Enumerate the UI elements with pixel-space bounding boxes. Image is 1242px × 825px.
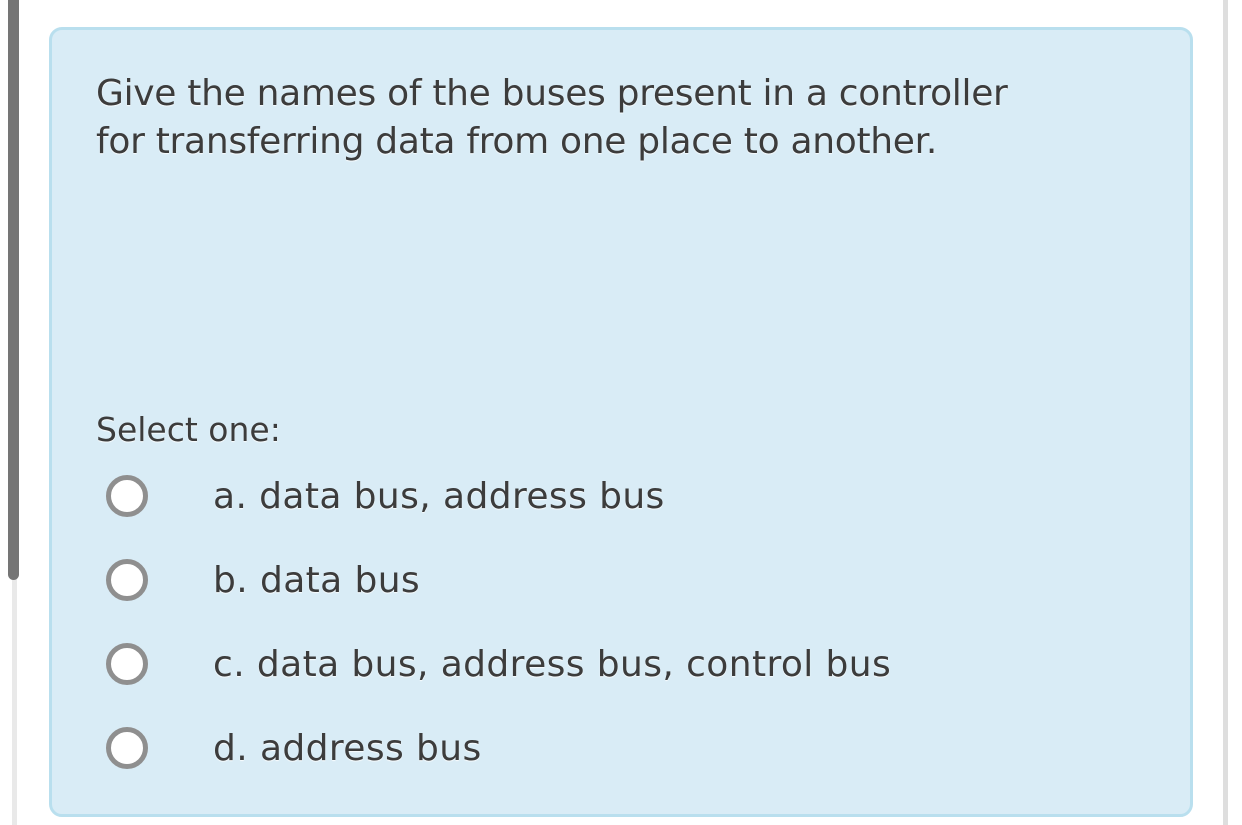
radio-button-d[interactable] [106, 727, 148, 769]
radio-button-b[interactable] [106, 559, 148, 601]
option-label-a: a. data bus, address bus [213, 475, 665, 517]
answer-option-a[interactable]: a. data bus, address bus [106, 454, 1146, 538]
answer-option-d[interactable]: d. address bus [106, 706, 1146, 790]
question-text: Give the names of the buses present in a… [96, 73, 1008, 162]
left-scrollbar-thumb[interactable] [8, 0, 19, 580]
select-one-prompt: Select one: [96, 410, 281, 449]
answer-option-b[interactable]: b. data bus [106, 538, 1146, 622]
option-label-c: c. data bus, address bus, control bus [213, 643, 892, 685]
radio-button-a[interactable] [106, 475, 148, 517]
question-card: Give the names of the buses present in a… [49, 27, 1193, 817]
option-label-d: d. address bus [213, 727, 482, 769]
question-card-content: Give the names of the buses present in a… [52, 30, 1190, 790]
right-scrollbar-track[interactable] [1223, 0, 1228, 825]
option-label-b: b. data bus [213, 559, 421, 601]
radio-button-c[interactable] [106, 643, 148, 685]
answer-option-c[interactable]: c. data bus, address bus, control bus [106, 622, 1146, 706]
answer-options: a. data bus, address bus b. data bus c. … [96, 454, 1146, 790]
